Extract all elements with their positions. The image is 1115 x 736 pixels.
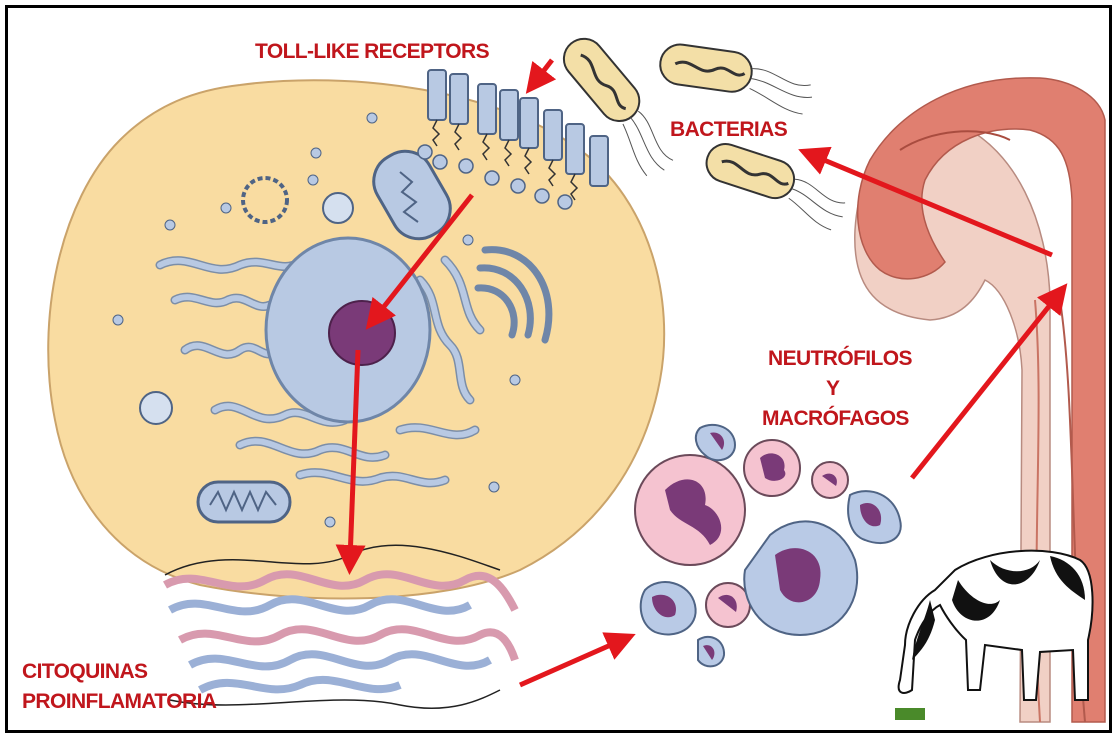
toll-like-receptors-icon — [417, 69, 609, 210]
nucleus — [264, 236, 432, 424]
arrow-bacteria-to-receptors — [525, 58, 557, 94]
cytokines-icon — [163, 570, 519, 694]
diagram-border — [5, 5, 1112, 733]
toll-like-receptors-label: TOLL-LIKE RECEPTORS — [255, 40, 490, 63]
immune-cells — [634, 423, 902, 668]
citoquinas-label: CITOQUINAS — [22, 660, 148, 683]
neutrofilos-label: NEUTRÓFILOS — [768, 347, 913, 370]
arrow-immune-cells-to-udder — [910, 283, 1068, 480]
flow-arrows — [335, 58, 1068, 688]
y-label: Y — [826, 377, 840, 400]
cow-icon — [895, 549, 1094, 720]
macrofagos-label: MACRÓFAGOS — [762, 407, 909, 430]
arrow-receptors-to-nucleus — [365, 193, 474, 330]
golgi-apparatus — [474, 246, 553, 344]
arrow-nucleus-to-cytokines — [335, 349, 366, 575]
endoplasmic-reticulum-light — [157, 257, 483, 486]
mitochondrion-icon — [196, 149, 452, 524]
bacterias-label: BACTERIAS — [670, 118, 788, 141]
proinflamatoria-label: PROINFLAMATORIA — [22, 690, 217, 713]
arrow-cytokines-to-immune-cells — [518, 632, 636, 688]
arrow-udder-to-bacteria — [798, 146, 1053, 258]
bacteria-icon — [562, 37, 846, 231]
vesicles — [112, 112, 521, 528]
